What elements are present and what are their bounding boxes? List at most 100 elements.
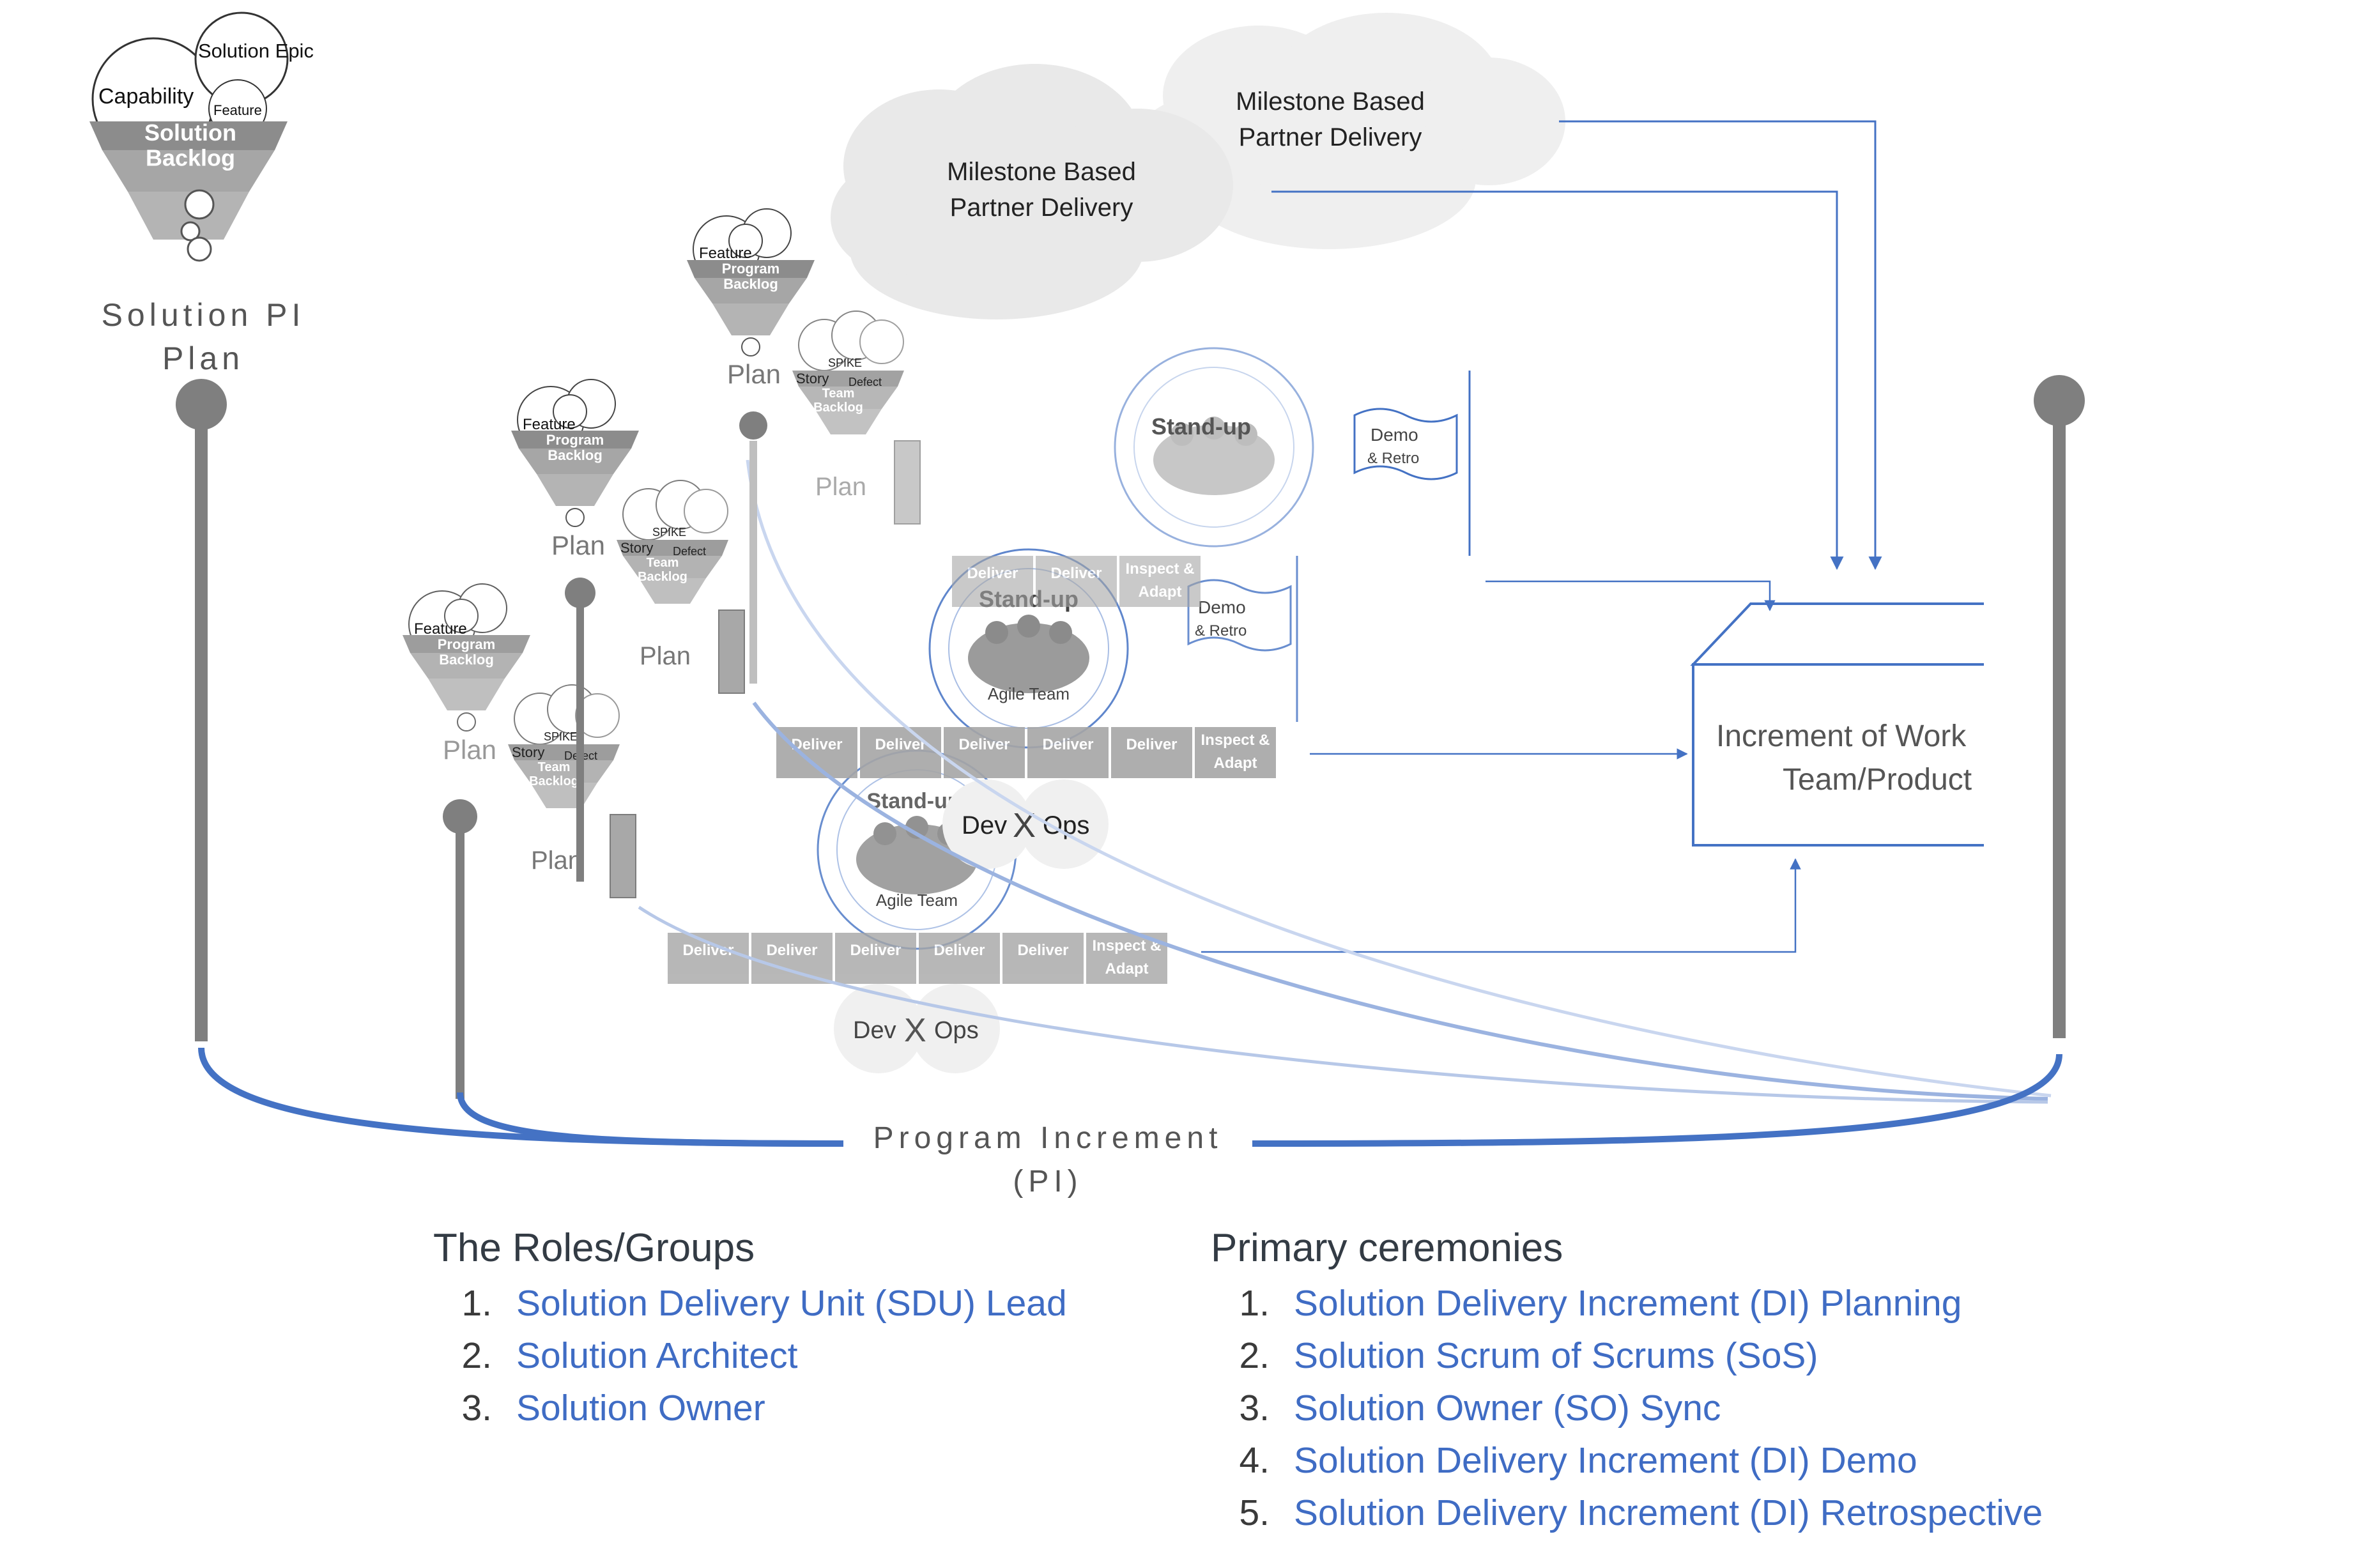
ceremony-di-planning: Solution Delivery Increment (DI) Plannin… (1294, 1283, 1962, 1324)
team-2-bubble-spike: SPIKE (652, 526, 686, 539)
solution-backlog-funnel (89, 11, 289, 262)
list-item: 2.Solution Scrum of Scrums (SoS) (1239, 1335, 1818, 1376)
program-funnel-1 (687, 208, 815, 356)
deliver-cell: Deliver (952, 556, 1033, 607)
agile-team-3-label: Agile Team (876, 891, 958, 910)
role-solution-owner: Solution Owner (516, 1388, 765, 1429)
list-item: 3.Solution Owner (SO) Sync (1239, 1388, 1721, 1429)
list-item: 3.Solution Owner (461, 1388, 765, 1429)
svg-text:Deliver: Deliver (1050, 565, 1102, 582)
ceremony-sos: Solution Scrum of Scrums (SoS) (1294, 1335, 1818, 1376)
program-funnel-2 (511, 379, 639, 527)
pillar-right (2034, 375, 2085, 1038)
svg-text:Inspect &: Inspect & (1125, 560, 1194, 578)
list-item: 1.Solution Delivery Increment (DI) Plann… (1239, 1283, 1962, 1324)
agile-team-2-label: Agile Team (988, 684, 1070, 703)
cloud-left (831, 64, 1233, 319)
program-funnel-3 (403, 583, 530, 732)
deliver-cell: Deliver (668, 933, 749, 984)
svg-text:Deliver: Deliver (958, 736, 1010, 753)
solution-caption-line1: Solution PI (102, 297, 305, 333)
program-3-bubble-feature: Feature (414, 620, 467, 638)
team-1-plan: Plan (815, 473, 866, 501)
demo-2-line2: & Retro (1195, 622, 1247, 640)
svg-text:Adapt: Adapt (1214, 755, 1257, 772)
deliver-cell: Deliver (1002, 933, 1084, 984)
deliver-cell: Deliver (1036, 556, 1117, 607)
solution-bubble-capability: Capability (98, 84, 194, 109)
program-2-bubble-feature: Feature (523, 416, 576, 433)
increment-box (1690, 594, 1990, 856)
program-3-plan: Plan (443, 735, 496, 765)
pillar-program-2 (565, 578, 595, 882)
ceremony-di-retro: Solution Delivery Increment (DI) Retrosp… (1294, 1492, 2043, 1533)
increment-line1: Increment of Work (1716, 719, 1967, 753)
svg-text:Adapt: Adapt (1139, 583, 1182, 601)
svg-text:Adapt: Adapt (1105, 960, 1149, 977)
svg-text:Deliver: Deliver (766, 942, 817, 959)
deliver-cell: Deliver (835, 933, 916, 984)
team-2-bubble-defect: Defect (673, 545, 706, 558)
role-solution-architect: Solution Architect (516, 1335, 798, 1376)
sweep-arcs (638, 459, 2052, 1104)
program-increment-line1: Program Increment (873, 1121, 1223, 1155)
team-1-bubble-story: Story (796, 371, 829, 387)
cloud-left-line2: Partner Delivery (950, 194, 1133, 222)
svg-text:Deliver: Deliver (1042, 736, 1093, 753)
devops-1-dev: Dev (962, 811, 1007, 839)
ceremonies-heading: Primary ceremonies (1211, 1226, 1563, 1270)
cloud-right (1131, 13, 1565, 249)
svg-text:Deliver: Deliver (1126, 736, 1177, 753)
team-3-bubble-story: Story (512, 744, 544, 760)
deliver-cell: Deliver (776, 727, 857, 778)
roles-heading: The Roles/Groups (433, 1226, 755, 1270)
devops-1-x: X (1013, 806, 1036, 845)
team-funnel-2 (617, 480, 745, 694)
list-item: 4.Solution Delivery Increment (DI) Demo (1239, 1440, 1917, 1481)
team-3-plan: Plan (531, 847, 582, 875)
program-1-bubble-feature: Feature (699, 245, 752, 262)
program-1-plan: Plan (727, 359, 781, 389)
cloud-left-line1: Milestone Based (947, 158, 1136, 186)
solution-bubble-epic: Solution Epic (198, 40, 314, 62)
team-1-bubble-spike: SPIKE (828, 356, 862, 369)
deliver-cell: Deliver (944, 727, 1025, 778)
roles-list: The Roles/Groups 1.Solution Delivery Uni… (433, 1225, 1067, 1439)
list-item: 1.Solution Delivery Unit (SDU) Lead (461, 1283, 1067, 1324)
devops-2-x: X (904, 1012, 926, 1049)
pipeline-connectors (1201, 580, 1801, 953)
solution-bubble-feature: Feature (213, 102, 262, 118)
cloud-connector-arrows (1271, 120, 1882, 571)
program-increment-line2: (PI) (1013, 1165, 1082, 1199)
deliver-cell: Deliver (751, 933, 833, 984)
svg-text:Deliver: Deliver (850, 942, 901, 959)
demo-flag-2 (1187, 556, 1298, 722)
standup-cycle-1 (1114, 347, 1314, 548)
team-1-bubble-defect: Defect (848, 376, 882, 388)
ceremonies-list: Primary ceremonies 1.Solution Delivery I… (1211, 1225, 2043, 1544)
demo-2-line1: Demo (1198, 597, 1246, 617)
list-item: 2.Solution Architect (461, 1335, 798, 1376)
pillar-program-3 (443, 799, 477, 1099)
solution-caption-line2: Plan (162, 341, 244, 376)
svg-text:Deliver: Deliver (1017, 942, 1068, 959)
team-funnel-1 (792, 310, 921, 525)
deliver-cell: Deliver (860, 727, 941, 778)
pillar-solution-plan (176, 379, 227, 1041)
team-3-bubble-spike: SPIKE (544, 730, 578, 743)
ceremony-di-demo: Solution Delivery Increment (DI) Demo (1294, 1440, 1917, 1481)
cloud-right-line2: Partner Delivery (1239, 123, 1422, 151)
pillar-program-1 (739, 411, 767, 684)
program-increment-bracket (198, 1047, 2062, 1147)
increment-line2: Team/Product (1783, 763, 1972, 797)
deliver-cell: Deliver (1027, 727, 1109, 778)
team-2-plan: Plan (640, 642, 691, 670)
